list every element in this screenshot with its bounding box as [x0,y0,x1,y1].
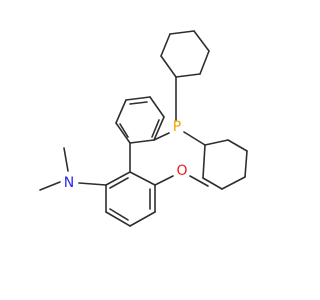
benzene-ring-bottom [105,171,156,227]
oxygen-atom-label: O [176,163,187,179]
bond-n-methyl-bottom [39,181,61,191]
structure-canvas: P N O [39,30,248,227]
bond-p-cyclohexyl-right [183,131,206,146]
atom-labels: P N O [64,119,188,191]
cyclohexyl-ring-top [160,30,210,78]
molecule-drawing: P N O [39,30,248,227]
bond-n-methyl-top [63,147,69,172]
bond-aryl-n [78,182,107,186]
bond-aryl-o [154,175,174,186]
bond-o-methyl [189,175,209,187]
phosphorus-atom-label: P [173,119,181,135]
bond-p-aryl [153,132,170,141]
benzene-ring-top [115,96,165,144]
nitrogen-atom-label: N [64,175,74,191]
bonds [39,30,248,227]
cyclohexyl-ring-right [202,139,248,190]
